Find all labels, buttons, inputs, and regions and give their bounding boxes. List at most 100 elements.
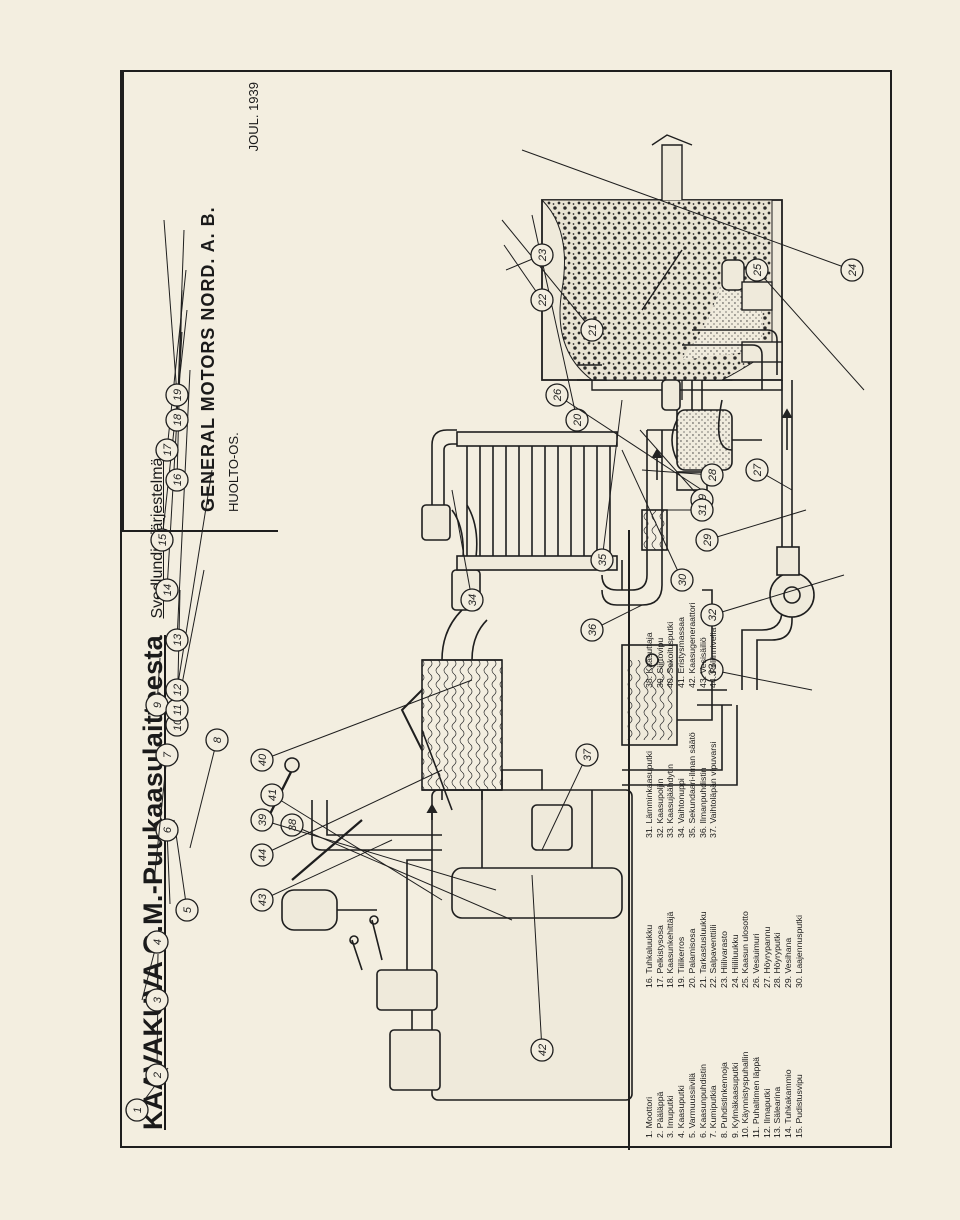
callout-number: 35	[597, 553, 609, 566]
gas-cleaner	[421, 659, 503, 820]
callout-number: 20	[572, 413, 584, 427]
callout-circle	[530, 243, 554, 267]
callout-circle	[250, 748, 274, 772]
callout-number: 28	[707, 468, 719, 482]
callout-leader	[166, 829, 171, 905]
callout-leader	[756, 269, 865, 391]
callout-circle	[545, 383, 569, 407]
callout-leader	[556, 394, 703, 491]
callout-number: 30	[677, 573, 689, 586]
legend-item: 17. Pelkistysosa	[654, 925, 665, 988]
callout-number: 17	[162, 443, 174, 456]
air-cleaner	[281, 889, 338, 931]
legend-item: 21. Tarkastusluukku	[697, 911, 708, 988]
callout-leader	[261, 679, 473, 761]
company-name: GENERAL MOTORS NORD. A. B.	[198, 206, 218, 512]
callout-number: 36	[587, 623, 599, 636]
legend-item: 9. Kylmäkaasuputki	[729, 1062, 740, 1138]
legend-item: 19. Tiilikerros	[676, 936, 687, 988]
callout-leader	[261, 769, 443, 856]
callout-number: 3	[152, 996, 164, 1003]
callout-leader	[531, 874, 543, 1051]
callout-circle	[695, 528, 719, 552]
callout-circle	[530, 288, 554, 312]
callout-circle	[155, 818, 179, 842]
legend-item: 25. Kaasun ulosotto	[740, 911, 751, 988]
callout-number: 14	[162, 584, 174, 596]
callout-number: 6	[162, 826, 174, 833]
legend-item: 13. Sälearina	[772, 1086, 783, 1138]
callout-circle	[165, 678, 189, 702]
main-gas-line	[622, 689, 738, 786]
legend-item: 43. Vesisäiliö	[697, 637, 708, 688]
legend-item: 35. Sekundaari-ilman säätö	[686, 732, 697, 838]
callout-circle	[205, 728, 229, 752]
rotated-sheet: KAAVAKUVA G.M.-Puukaasulaitteesta Svedlu…	[122, 70, 894, 1150]
callout-number: 24	[847, 264, 859, 277]
callout-number: 13	[172, 633, 184, 646]
starting-fan	[769, 546, 815, 618]
callout-circle	[150, 528, 174, 552]
callout-leader	[601, 399, 623, 561]
callout-number: 39	[257, 814, 269, 826]
callout-leader	[706, 509, 807, 541]
callout-circle	[165, 468, 189, 492]
air-pipe	[682, 329, 793, 690]
callout-leader	[163, 219, 178, 396]
legend-item: 18. Kaasunkehittäjä	[665, 911, 676, 988]
callout-number: 25	[752, 263, 764, 277]
callout-circle	[165, 383, 189, 407]
callout-leader	[621, 449, 683, 581]
callout-number: 42	[537, 1044, 549, 1056]
company-block: GENERAL MOTORS NORD. A. B. HUOLTO-OS. JO…	[122, 70, 278, 532]
callout-circle	[125, 1098, 149, 1122]
callout-leader	[261, 839, 393, 901]
legend-item: 34. Vaihtonuppi	[676, 778, 687, 838]
legend-item: 22. Salpaventtiili	[708, 924, 719, 988]
legend-item: 38. Kaasuttaja	[644, 632, 654, 688]
legend-item: 5. Varmuussiivilä	[686, 1072, 697, 1138]
callout-circle	[145, 988, 169, 1012]
callout-number: 23	[537, 248, 549, 262]
legend-item: 12. Ilmaputki	[761, 1088, 772, 1138]
callout-number: 29	[702, 534, 714, 547]
diagram-frame: KAAVAKUVA G.M.-Puukaasulaitteesta Svedlu…	[120, 70, 894, 1150]
callout-leader	[711, 669, 813, 691]
callout-number: 34	[467, 594, 479, 606]
callout-leader	[711, 574, 845, 616]
callout-group: 1234567891011121314151617181920212223242…	[125, 149, 865, 1122]
callout-number: 32	[707, 609, 719, 621]
callout-leader	[291, 824, 513, 921]
legend-item: 28. Höyryputki	[772, 932, 783, 988]
callout-circle	[580, 618, 604, 642]
callout-circle	[165, 408, 189, 432]
company-date: JOUL. 1939	[246, 82, 261, 152]
legend-item: 44. Poljinnivelia	[708, 627, 719, 688]
callout-number: 11	[172, 704, 184, 715]
callout-circle	[580, 318, 604, 342]
callout-circle	[155, 743, 179, 767]
legend-item: 1. Moottori	[644, 1096, 654, 1138]
callout-number: 27	[752, 463, 764, 477]
callout-circle	[250, 888, 274, 912]
legend-item: 4. Kaasuputki	[676, 1085, 687, 1138]
callout-leader	[261, 819, 497, 891]
callout-number: 12	[172, 684, 184, 696]
callout-leader	[451, 489, 473, 601]
callout-number: 16	[172, 473, 184, 486]
rubber-tubes	[421, 429, 488, 661]
callout-number: 18	[172, 413, 184, 426]
callout-circle	[565, 408, 589, 432]
legend-item: 2. Pääläppä	[654, 1091, 665, 1138]
callout-circle	[165, 628, 189, 652]
legend-item: 10. Käynnistyspuhallin	[740, 1051, 751, 1138]
legend-item: 8. Puhdistinkennoja	[718, 1062, 729, 1138]
callout-circle	[700, 463, 724, 487]
callout-circle	[840, 258, 864, 282]
legend-item: 7. Kumiputkia	[708, 1085, 719, 1138]
legend-item: 33. Kaasujäähdytin	[665, 764, 676, 838]
